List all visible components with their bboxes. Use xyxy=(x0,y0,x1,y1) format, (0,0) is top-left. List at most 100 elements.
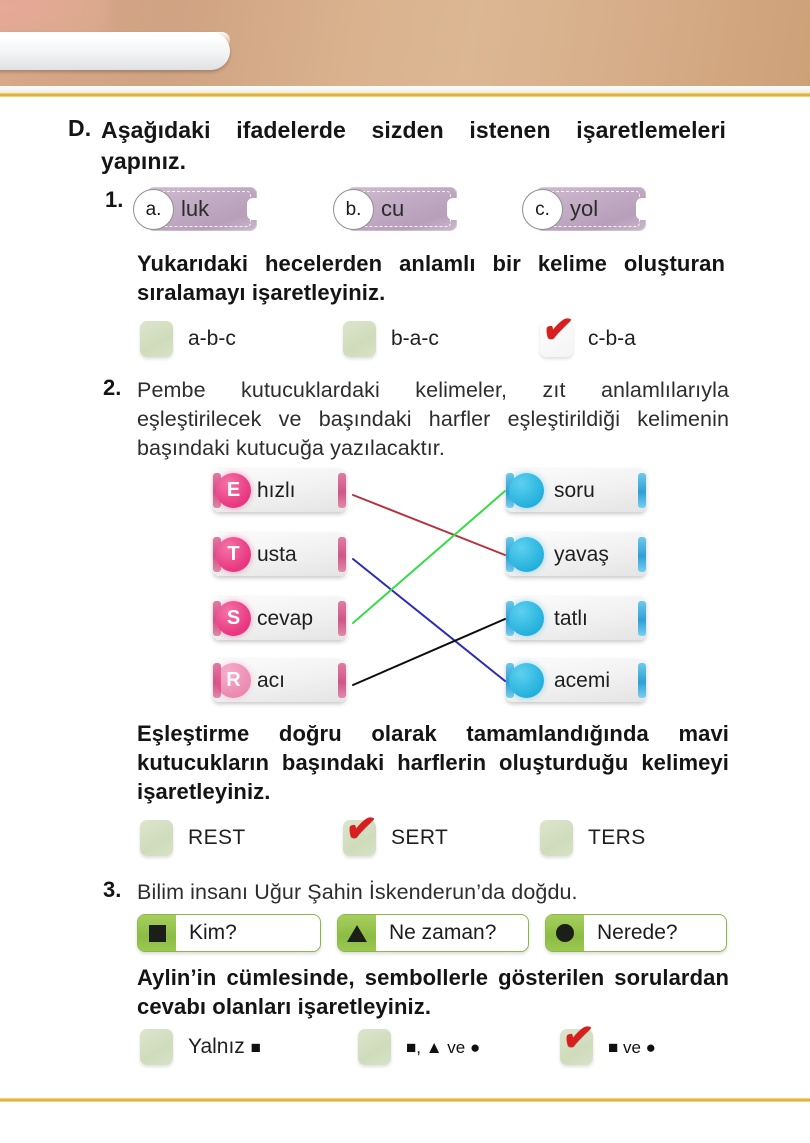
option-q3-1-prefix: Yalnız xyxy=(188,1035,251,1058)
syllable-tag-b: b. xyxy=(333,189,374,230)
question-3-prompt: Aylin’in cümlesinde, sembollerle gösteri… xyxy=(137,965,729,1019)
match-left-letter-3: S xyxy=(216,601,251,636)
question-3-sentence: Bilim insanı Uğur Şahin İskenderun’da do… xyxy=(137,880,578,904)
triangle-swatch xyxy=(338,915,376,951)
match-left-row-1[interactable]: E hızlı xyxy=(205,469,355,512)
option-q3-1-label: Yalnız ■ xyxy=(188,1035,261,1059)
tag-kim-label: Kim? xyxy=(189,921,237,944)
match-right-word-1: soru xyxy=(554,478,595,502)
checkbox-q1-2[interactable] xyxy=(343,321,376,357)
option-q3-3-label: ■ ve ● xyxy=(608,1035,656,1059)
checkbox-q2-2[interactable]: ✔ xyxy=(343,805,379,856)
option-q3-1-symbols: ■ xyxy=(250,1038,261,1057)
checkbox-q3-3[interactable]: ✔ xyxy=(560,1014,596,1065)
matching-exercise[interactable]: E hızlı T usta S cevap R acı xyxy=(205,469,655,702)
match-left-word-1: hızlı xyxy=(257,478,296,502)
syllable-text-b: cu xyxy=(381,196,405,221)
match-left-bar-end-3 xyxy=(338,601,346,636)
option-q3-3-symbols: ■ ve ● xyxy=(608,1038,656,1057)
match-right-bar-end-2 xyxy=(638,537,646,572)
syllable-tag-a: a. xyxy=(133,189,174,230)
match-right-row-2[interactable]: yavaş xyxy=(498,533,655,576)
header-white-strip xyxy=(0,86,810,93)
tag-kim[interactable]: Kim? xyxy=(137,914,321,952)
question-3-number: 3. xyxy=(103,877,122,902)
option-q1-3[interactable]: ✔ c-b-a xyxy=(540,306,636,359)
question-1-options: a-b-c b-a-c ✔ c-b-a xyxy=(140,306,720,359)
section-instruction: Aşağıdaki ifadelerde sizden istenen işar… xyxy=(101,117,726,174)
match-right-bar-end-4 xyxy=(638,663,646,698)
syllable-card-a[interactable]: a. luk xyxy=(133,187,257,231)
bottom-gold-rule xyxy=(0,1098,810,1102)
match-right-letter-2 xyxy=(509,537,544,572)
tag-ne-zaman[interactable]: Ne zaman? xyxy=(337,914,529,952)
square-swatch xyxy=(138,915,176,951)
checkbox-q3-1[interactable] xyxy=(140,1029,173,1065)
match-left-bar-end-4 xyxy=(338,663,346,698)
question-2-number: 2. xyxy=(103,375,122,400)
checkbox-q2-3[interactable] xyxy=(540,820,573,856)
syllable-notch-right xyxy=(247,198,257,220)
question-1-number: 1. xyxy=(105,187,124,212)
section-letter: D. xyxy=(68,115,92,141)
checkbox-q1-3[interactable]: ✔ xyxy=(540,306,576,357)
syllable-text-a: luk xyxy=(181,196,210,221)
match-left-row-4[interactable]: R acı xyxy=(205,659,355,702)
match-connector-lines xyxy=(352,490,506,686)
syllable-notch-right xyxy=(636,198,646,220)
triangle-icon xyxy=(347,924,367,942)
check-mark-icon: ✔ xyxy=(559,1014,596,1062)
match-left-row-2[interactable]: T usta xyxy=(205,533,355,576)
match-left-bar-end-1 xyxy=(338,473,346,508)
circle-icon xyxy=(556,924,574,942)
option-q2-3[interactable]: TERS xyxy=(540,818,646,858)
match-right-bar-end-3 xyxy=(638,601,646,636)
option-q2-1-label: REST xyxy=(188,826,246,849)
option-q1-1-label: a-b-c xyxy=(188,327,236,350)
option-q2-2-label: SERT xyxy=(391,826,449,849)
match-left-row-3[interactable]: S cevap xyxy=(205,597,355,640)
option-q3-2-label: ■, ▲ ve ● xyxy=(406,1035,480,1059)
option-q2-1[interactable]: REST xyxy=(140,818,246,858)
option-q3-1[interactable]: Yalnız ■ xyxy=(140,1027,261,1067)
option-q1-2[interactable]: b-a-c xyxy=(343,319,439,359)
option-q2-2[interactable]: ✔ SERT xyxy=(343,805,449,858)
worksheet-content: D. Aşağıdaki ifadelerde sizden istenen i… xyxy=(0,97,810,1098)
question-1-prompt: Yukarıdaki hecelerden anlamlı bir kelime… xyxy=(137,251,725,305)
question-2-prompt: Eşleştirme doğru olarak tamamlandığında … xyxy=(137,721,729,804)
header-white-tab-sheen xyxy=(0,32,230,48)
match-right-row-4[interactable]: acemi xyxy=(498,659,655,702)
match-left-word-3: cevap xyxy=(257,606,314,630)
checkbox-q3-2[interactable] xyxy=(358,1029,391,1065)
match-right-letter-3 xyxy=(509,601,544,636)
syllable-text-c: yol xyxy=(570,196,599,221)
match-left-letter-4: R xyxy=(216,663,251,698)
option-q3-2[interactable]: ■, ▲ ve ● xyxy=(358,1027,480,1067)
check-mark-icon: ✔ xyxy=(342,805,379,853)
match-right-word-4: acemi xyxy=(554,668,611,692)
option-q3-2-symbols: ■, ▲ ve ● xyxy=(406,1038,481,1057)
checkbox-q1-1[interactable] xyxy=(140,321,173,357)
syllable-card-b[interactable]: b. cu xyxy=(333,187,457,231)
option-q1-2-label: b-a-c xyxy=(391,327,439,350)
option-q1-1[interactable]: a-b-c xyxy=(140,319,236,359)
match-left-word-4: acı xyxy=(257,668,286,692)
match-right-bar-end-1 xyxy=(638,473,646,508)
tag-nerede[interactable]: Nerede? xyxy=(545,914,727,952)
question-3-options: Yalnız ■ ■, ▲ ve ● ✔ ■ ve ● xyxy=(140,1014,730,1067)
match-left-word-2: usta xyxy=(257,542,297,566)
option-q1-3-label: c-b-a xyxy=(588,327,636,350)
option-q3-3[interactable]: ✔ ■ ve ● xyxy=(560,1014,656,1067)
match-right-letter-1 xyxy=(509,473,544,508)
checkbox-q2-1[interactable] xyxy=(140,820,173,856)
circle-swatch xyxy=(546,915,584,951)
square-icon xyxy=(148,924,166,942)
syllable-notch-right xyxy=(447,198,457,220)
question-2-options: REST ✔ SERT TERS xyxy=(140,805,720,858)
syllable-card-c[interactable]: c. yol xyxy=(522,187,646,231)
match-right-row-1[interactable]: soru xyxy=(498,469,655,512)
match-right-row-3[interactable]: tatlı xyxy=(498,597,655,640)
syllable-tag-c: c. xyxy=(522,189,563,230)
tag-nerede-label: Nerede? xyxy=(597,921,678,944)
match-left-letter-1: E xyxy=(216,473,251,508)
